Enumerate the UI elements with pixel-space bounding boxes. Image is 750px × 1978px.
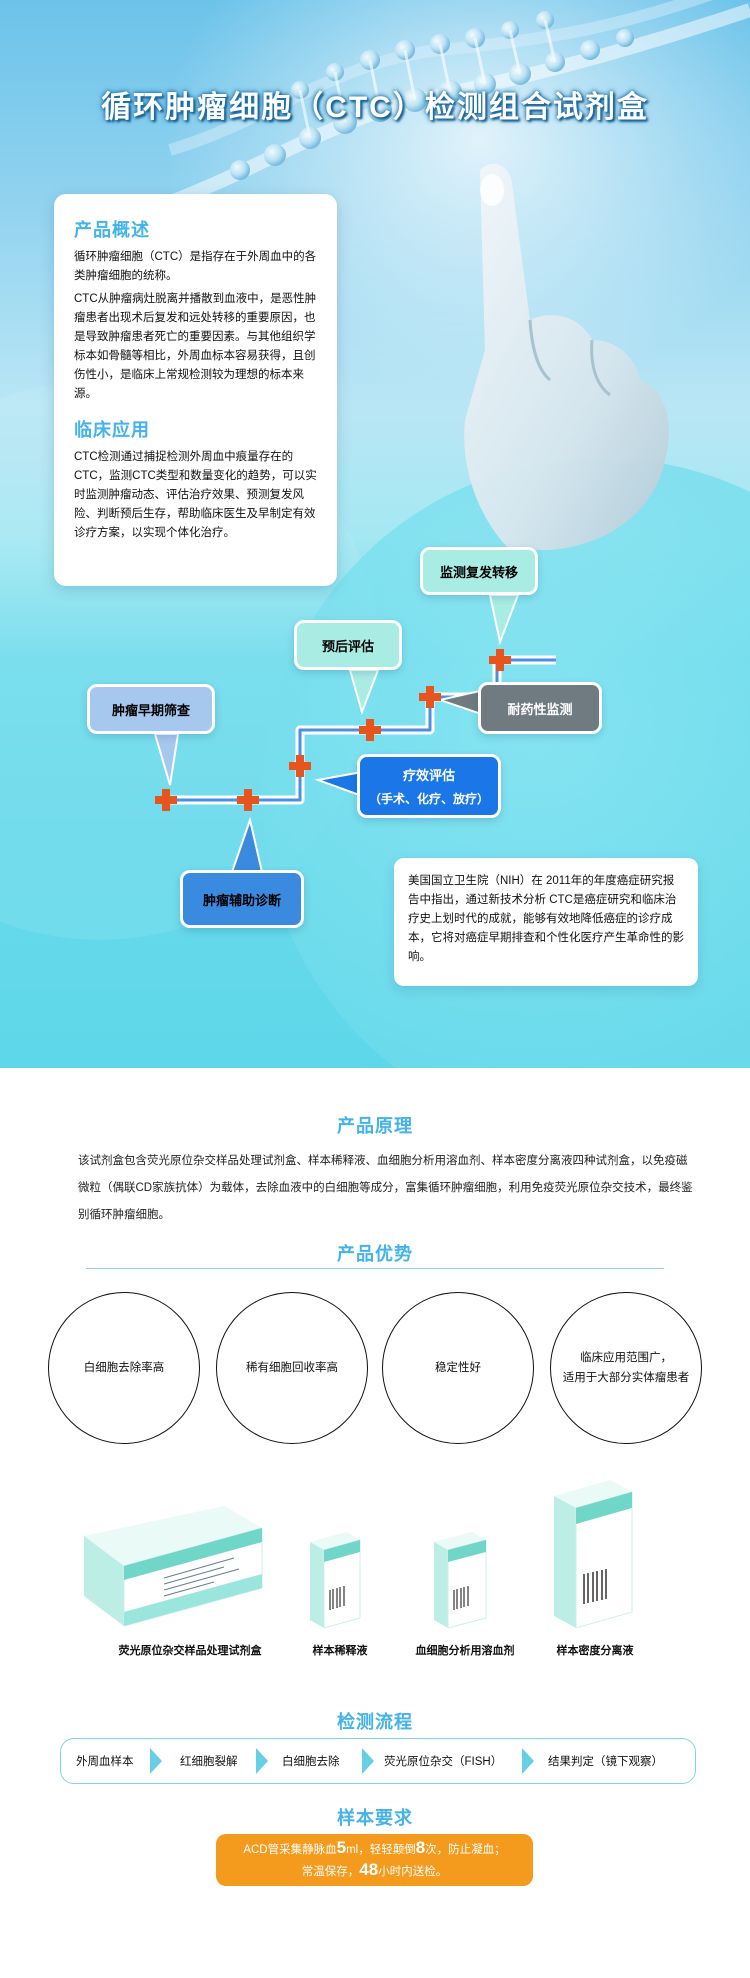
bubble-efficacy: 疗效评估 （手术、化疗、放疗） xyxy=(357,754,501,818)
cross-marker-2 xyxy=(237,789,259,811)
sample-invert-count: 8 xyxy=(415,1838,426,1857)
cross-marker-5 xyxy=(419,686,441,708)
sample-line1-text-a: ACD管采集静脉血 xyxy=(243,1844,337,1856)
overview-card: 产品概述 循环肿瘤细胞（CTC）是指存在于外周血中的各类肿瘤细胞的统称。 CTC… xyxy=(54,194,337,586)
workflow-step-4: 荧光原位杂交（FISH） xyxy=(384,1756,503,1768)
arrow-right-icon xyxy=(150,1748,162,1774)
section-divider xyxy=(86,1268,664,1269)
workflow-step-3: 白细胞去除 xyxy=(282,1756,340,1768)
product-label-3: 血细胞分析用溶血剂 xyxy=(415,1645,515,1657)
workflow-container xyxy=(60,1738,696,1784)
sample-line2-text-c: 小时内送检。 xyxy=(378,1866,448,1878)
cross-marker-6 xyxy=(489,649,511,671)
advantage-4-label: 临床应用范围广， 适用于大部分实体瘤患者 xyxy=(562,1352,690,1384)
workflow-step-2: 红细胞裂解 xyxy=(180,1756,238,1768)
advantage-3-label: 稳定性好 xyxy=(435,1362,481,1374)
sample-line1-text-e: 次，防止凝血； xyxy=(425,1844,506,1856)
clinical-heading: 临床应用 xyxy=(74,420,150,440)
hero-section: 循环肿瘤细胞（CTC）检测组合试剂盒 产品概述 循环肿瘤细胞（CTC）是指存在于… xyxy=(0,0,750,1068)
principle-text: 该试剂盒包含荧光原位杂交样品处理试剂盒、样本稀释液、血细胞分析用溶血剂、样本密度… xyxy=(78,1155,693,1221)
advantage-2-label: 稀有细胞回收率高 xyxy=(246,1362,338,1374)
sample-requirements-box: ACD管采集静脉血5ml，轻轻颠倒8次，防止凝血； 常温保存，48小时内送检。 xyxy=(216,1834,533,1886)
arrow-right-icon xyxy=(256,1748,268,1774)
advantage-circle-3: 稳定性好 xyxy=(382,1292,534,1444)
workflow-step-1: 外周血样本 xyxy=(76,1756,134,1768)
advantage-circle-1: 白细胞去除率高 xyxy=(48,1292,200,1444)
bubble-early-label: 肿瘤早期筛查 xyxy=(111,702,190,718)
sample-hours: 48 xyxy=(359,1860,379,1879)
sample-line2-text-a: 常温保存， xyxy=(301,1866,360,1878)
bubble-prognosis-label: 预后评估 xyxy=(321,638,374,654)
advantage-circle-2: 稀有细胞回收率高 xyxy=(216,1292,368,1444)
product-label-2: 样本稀释液 xyxy=(312,1645,368,1657)
bubble-drug-resistance: 耐药性监测 xyxy=(478,682,602,734)
workflow-heading: 检测流程 xyxy=(337,1712,413,1732)
sample-heading: 样本要求 xyxy=(337,1808,413,1828)
bubble-efficacy-label: 疗效评估 xyxy=(402,768,455,783)
sample-line-2: 常温保存，48小时内送检。 xyxy=(302,1860,447,1882)
nih-quote-text: 美国国立卫生院（NIH）在 2011年的年度癌症研究报告中指出，通过新技术分析 … xyxy=(408,875,684,963)
bubble-resistance-label: 耐药性监测 xyxy=(507,701,573,717)
bubble-prognosis: 预后评估 xyxy=(294,620,402,670)
product-label-4: 样本密度分离液 xyxy=(556,1645,634,1657)
advantage-circle-4: 临床应用范围广， 适用于大部分实体瘤患者 xyxy=(550,1292,702,1444)
cross-marker-1 xyxy=(155,789,177,811)
overview-paragraph-1: 循环肿瘤细胞（CTC）是指存在于外周血中的各类肿瘤细胞的统称。 xyxy=(74,251,317,282)
bubble-early-screening: 肿瘤早期筛查 xyxy=(87,684,215,734)
sample-volume: 5 xyxy=(336,1838,347,1857)
bubble-efficacy-sublabel: （手术、化疗、放疗） xyxy=(368,792,489,806)
arrow-right-icon xyxy=(522,1748,534,1774)
product-label-1: 荧光原位杂交样品处理试剂盒 xyxy=(118,1645,262,1657)
advantage-1-label: 白细胞去除率高 xyxy=(83,1362,165,1374)
arrow-right-icon xyxy=(362,1748,374,1774)
overview-heading: 产品概述 xyxy=(74,220,150,240)
product-box-density-separation xyxy=(554,1480,633,1629)
principle-heading: 产品原理 xyxy=(337,1116,413,1136)
sample-line-1: ACD管采集静脉血5ml，轻轻颠倒8次，防止凝血； xyxy=(243,1838,505,1860)
bubble-auxiliary-diagnosis: 肿瘤辅助诊断 xyxy=(180,870,304,928)
workflow-step-5: 结果判定（镜下观察） xyxy=(548,1756,663,1768)
bubble-monitor-label: 监测复发转移 xyxy=(439,564,518,580)
page-title: 循环肿瘤细胞（CTC）检测组合试剂盒 xyxy=(101,91,649,124)
dna-helix-decoration xyxy=(147,0,750,217)
product-box-fish-kit xyxy=(84,1506,263,1627)
product-box-lysing-agent xyxy=(434,1532,487,1629)
clinical-paragraph: CTC检测通过捕捉检测外周血中痕量存在的CTC，监测CTC类型和数量变化的趋势，… xyxy=(74,451,317,539)
bubble-auxiliary-label: 肿瘤辅助诊断 xyxy=(202,892,281,908)
pointing-hand-illustration xyxy=(464,163,669,550)
advantages-heading: 产品优势 xyxy=(337,1244,413,1264)
sample-line1-text-c: ml，轻轻颠倒 xyxy=(346,1844,416,1856)
cross-marker-4 xyxy=(359,719,381,741)
product-box-diluent xyxy=(310,1532,361,1629)
bubble-monitor-recurrence: 监测复发转移 xyxy=(420,547,538,595)
overview-paragraph-2: CTC从肿瘤病灶脱离并播散到血液中，是恶性肿瘤患者出现术后复发和远处转移的重要原… xyxy=(74,293,317,400)
nih-quote-box: 美国国立卫生院（NIH）在 2011年的年度癌症研究报告中指出，通过新技术分析 … xyxy=(394,858,698,986)
cross-marker-3 xyxy=(289,755,311,777)
